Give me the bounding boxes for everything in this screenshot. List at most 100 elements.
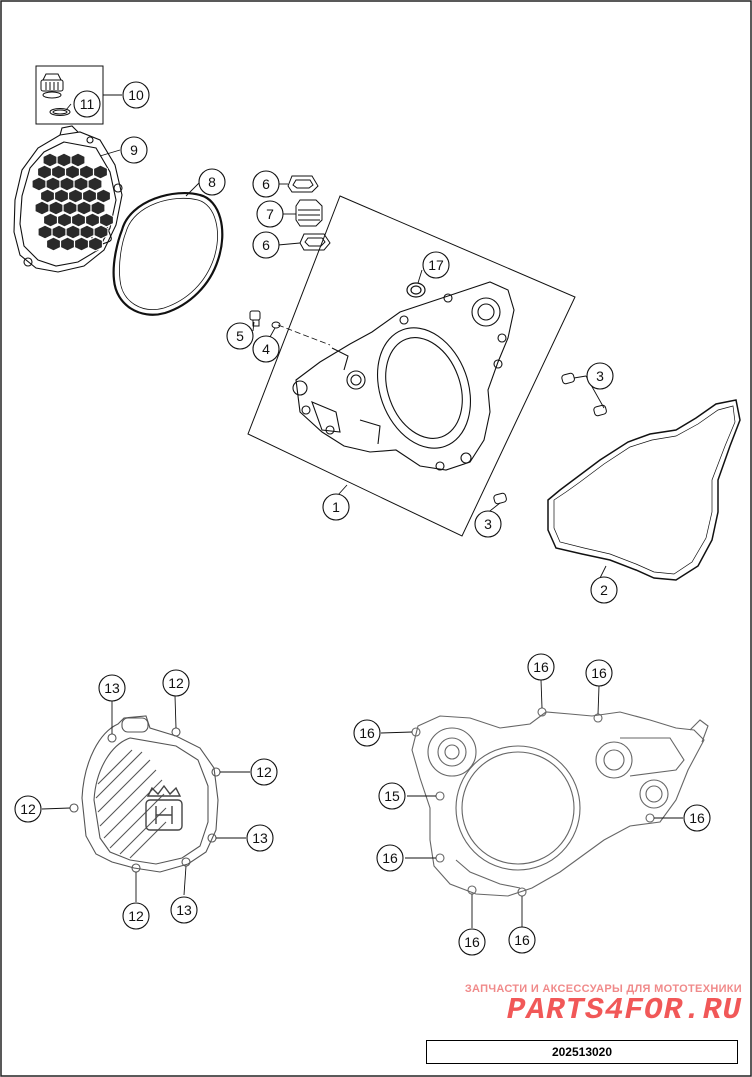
- callout-case-3: 15: [378, 782, 406, 810]
- callout-cover-6: 13: [170, 896, 198, 924]
- honeycomb-cell: [40, 188, 55, 204]
- callout-top-0: 10: [122, 81, 150, 109]
- honeycomb-cell: [46, 236, 61, 252]
- callout-circle: [378, 782, 406, 810]
- honeycomb-cell: [79, 164, 94, 180]
- outer-cover-gasket: [112, 191, 224, 316]
- watermark-brand: PARTS4FOR.RU: [506, 993, 742, 1028]
- callout-number: 10: [128, 87, 144, 103]
- callout-top-6: 6: [252, 231, 280, 259]
- honeycomb-cell: [74, 236, 89, 252]
- callout-top-11: 3: [474, 510, 502, 538]
- honeycomb-cell: [51, 224, 67, 240]
- callout-number: 7: [266, 206, 274, 222]
- callout-number: 11: [80, 96, 95, 112]
- callout-circle: [376, 844, 404, 872]
- assembly-frame-box: [247, 195, 576, 537]
- callout-cover-1: 12: [162, 669, 190, 697]
- callout-top-12: 1: [322, 493, 350, 521]
- callout-circle: [252, 231, 280, 259]
- callout-circle: [474, 510, 502, 538]
- callout-number: 17: [428, 257, 444, 273]
- callout-number: 3: [484, 516, 492, 532]
- shaft-seal-ring: [406, 282, 426, 298]
- document-number: 202513020: [551, 1045, 613, 1059]
- watermark-tagline: ЗАПЧАСТИ И АКСЕССУАРЫ ДЛЯ МОТОТЕХНИКИ: [464, 983, 742, 995]
- honeycomb-cell: [79, 224, 95, 240]
- callout-number: 2: [600, 582, 608, 598]
- callout-number: 12: [168, 675, 184, 691]
- callout-circle: [250, 758, 278, 786]
- honeycomb-cell: [70, 152, 86, 168]
- callout-top-10: 3: [586, 362, 614, 390]
- document-number-box: 202513020: [426, 1040, 738, 1064]
- callout-circle: [122, 81, 150, 109]
- callout-number: 6: [262, 176, 270, 192]
- honeycomb-cell: [96, 188, 111, 204]
- honeycomb-cell: [85, 212, 100, 228]
- callout-circle: [586, 362, 614, 390]
- callout-case-6: 16: [458, 928, 486, 956]
- callout-number: 15: [384, 788, 400, 804]
- honeycomb-cell: [42, 152, 58, 168]
- plug-screw: [249, 310, 281, 329]
- callout-number: 16: [464, 934, 480, 950]
- callout-cover-5: 12: [122, 902, 150, 930]
- callout-number: 6: [262, 237, 270, 253]
- outer-cover-gasket-inner: [119, 197, 218, 310]
- honeycomb-cell: [60, 236, 75, 252]
- callout-number: 9: [130, 142, 138, 158]
- callout-circle: [14, 795, 42, 823]
- callout-circle: [256, 200, 284, 228]
- callout-circle: [252, 170, 280, 198]
- honeycomb-grille: [31, 152, 114, 252]
- callout-circle: [252, 335, 280, 363]
- honeycomb-cell: [48, 200, 64, 216]
- callout-number: 1: [332, 499, 340, 515]
- callout-case-2: 16: [353, 719, 381, 747]
- honeycomb-cell: [87, 176, 103, 192]
- callout-number: 4: [262, 341, 270, 357]
- honeycomb-cell: [99, 212, 114, 228]
- callout-number: 16: [359, 725, 375, 741]
- callout-case-4: 16: [683, 804, 711, 832]
- callout-circle: [73, 90, 101, 118]
- honeycomb-cell: [88, 236, 103, 252]
- callout-number: 12: [128, 908, 144, 924]
- callout-circle: [246, 824, 274, 852]
- callout-number: 16: [514, 932, 530, 948]
- callout-circle: [98, 674, 126, 702]
- callout-cover-0: 13: [98, 674, 126, 702]
- callout-number: 16: [591, 665, 607, 681]
- honeycomb-cell: [59, 176, 75, 192]
- outer-clutch-cover-hex: [13, 125, 123, 273]
- honeycomb-cell: [71, 212, 86, 228]
- honeycomb-cell: [54, 188, 69, 204]
- inner-cover-gasket: [547, 399, 741, 581]
- honeycomb-cell: [68, 188, 83, 204]
- honeycomb-cell: [56, 152, 72, 168]
- callout-circle: [226, 322, 254, 350]
- callout-circle: [683, 804, 711, 832]
- callout-circle: [585, 659, 613, 687]
- callout-number: 16: [533, 659, 549, 675]
- honeycomb-cell: [37, 224, 53, 240]
- callout-number: 5: [236, 328, 244, 344]
- honeycomb-cell: [37, 164, 52, 180]
- honeycomb-cell: [31, 176, 47, 192]
- callout-top-2: 9: [120, 136, 148, 164]
- honeycomb-cell: [73, 176, 89, 192]
- honeycomb-cell: [82, 188, 97, 204]
- brand-crown-logo: [145, 784, 183, 831]
- callout-number: 8: [208, 174, 216, 190]
- callout-circle: [458, 928, 486, 956]
- honeycomb-cell: [65, 224, 81, 240]
- honeycomb-cell: [43, 212, 58, 228]
- inner-cover-gasket-inner: [553, 405, 736, 575]
- honeycomb-cell: [51, 164, 66, 180]
- callout-top-5: 7: [256, 200, 284, 228]
- callout-top-13: 2: [590, 576, 618, 604]
